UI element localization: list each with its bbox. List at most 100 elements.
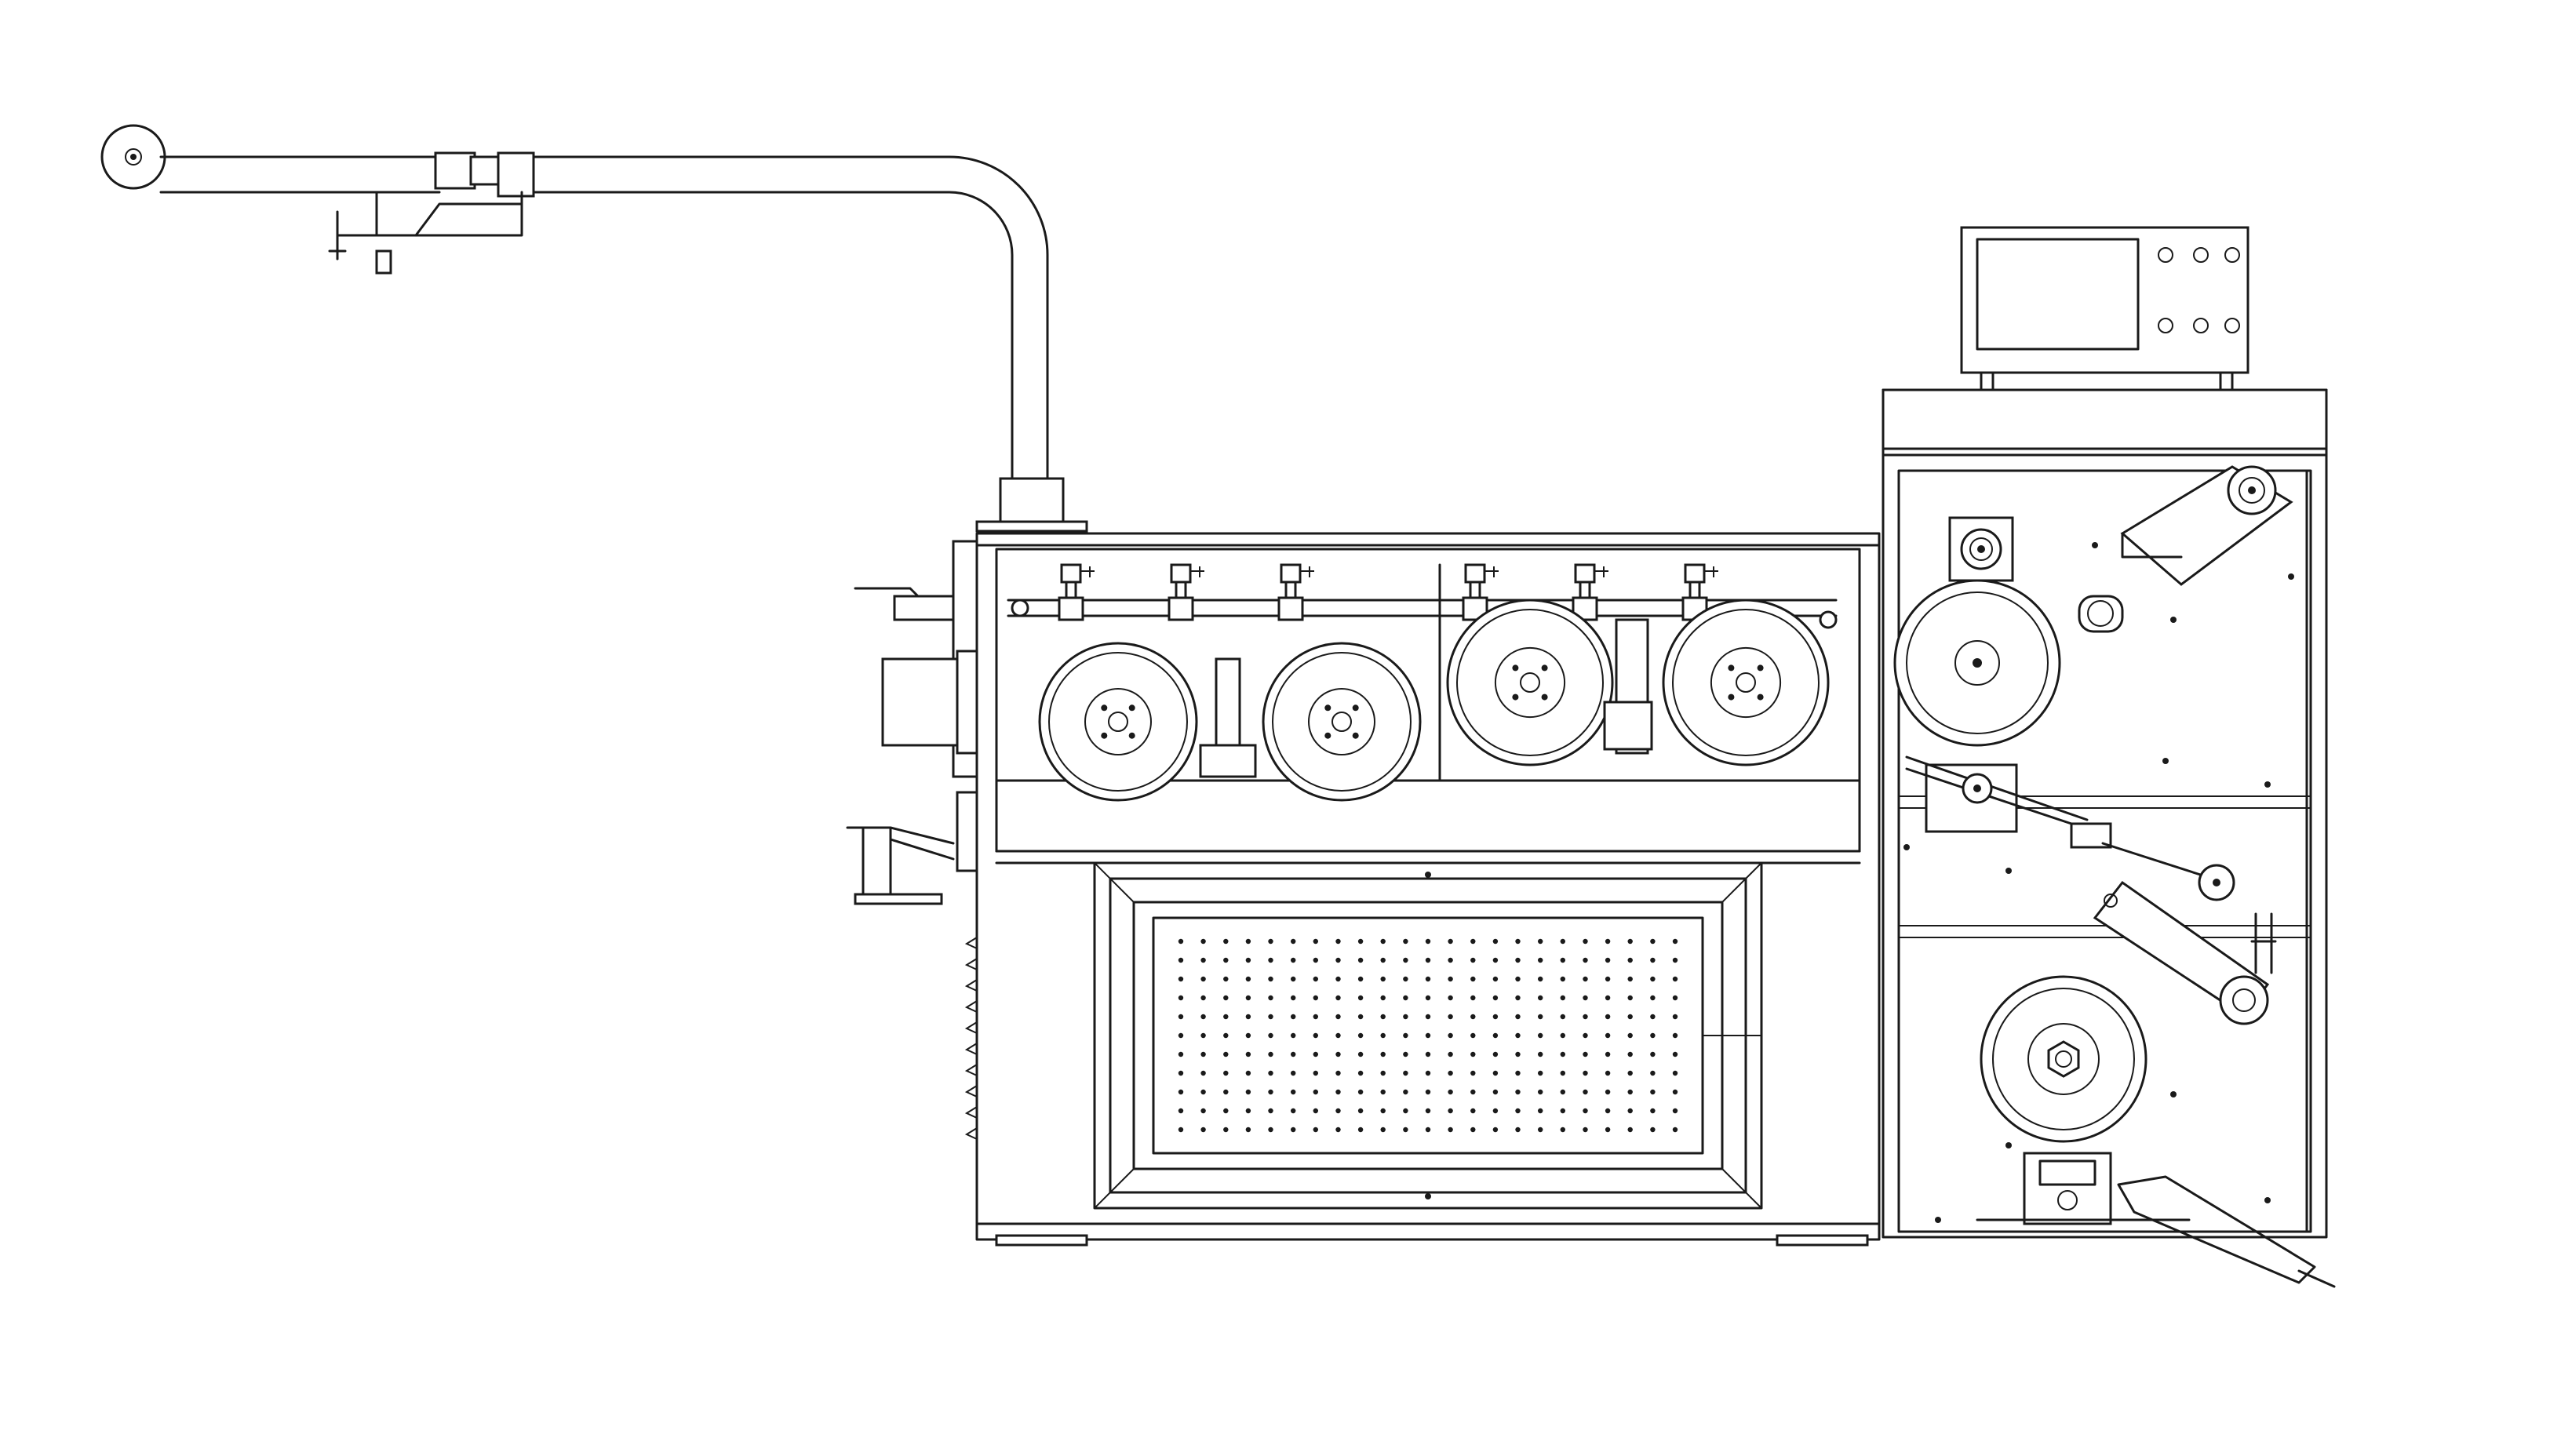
takeup-rails [1899,795,2311,938]
perforation-hole [1380,1089,1386,1095]
perforation-hole [1268,1014,1273,1020]
valve-handle [1080,566,1095,577]
perforation-hole [1357,995,1364,1001]
dancer-weight [2070,822,2112,849]
perforation-hole [1357,957,1364,963]
valve-handle [1484,566,1499,577]
main-frame [975,532,1881,1241]
dancer-rod [2101,842,2214,880]
perforation-hole [1380,976,1386,982]
perforation-hole [1223,1014,1229,1020]
perforation-hole [1335,1108,1341,1114]
perforation-hole [1672,976,1678,982]
payoff-arm [100,124,1088,533]
capstan-bolt [1324,732,1331,739]
capstan-rim [1456,609,1604,756]
capstan-bolt [1352,732,1359,739]
capstan-rim [1672,609,1820,756]
cooling-fin [964,1021,978,1034]
perforation-hole [1448,995,1453,1001]
perforation-hole [1380,1108,1386,1114]
arm-screw [375,249,392,275]
perforation-hole [1268,976,1273,982]
capstan-rim [1048,652,1188,792]
perforation-hole [1650,995,1656,1001]
control-button-6 [2224,318,2240,333]
perforation-hole [1335,1070,1341,1076]
perforation-hole [1650,1089,1656,1095]
perforation-hole [1380,938,1386,945]
perforation-hole [1560,995,1566,1001]
perforation-hole [1245,957,1251,963]
traverse-pulley-ring [2232,988,2256,1012]
valve-union [1058,596,1084,621]
valve-handle [1300,566,1314,577]
cooling-fin [964,1000,978,1013]
perforation-hole [1178,1108,1184,1114]
perforation-hole [1650,1070,1656,1076]
perforation-hole [1245,1108,1251,1114]
perforation-hole [1268,995,1273,1001]
perforation-hole [1357,1127,1364,1133]
perforation-hole [1245,1070,1251,1076]
perforation-hole [1492,938,1499,945]
perforation-hole [1672,1127,1678,1133]
perforation-hole [1538,938,1543,945]
perforation-hole [1223,995,1229,1001]
perforation-hole [1403,1070,1408,1076]
perforation-hole [1672,938,1678,945]
perforation-hole [1470,957,1476,963]
takeup-spool-hub [2027,1023,2100,1095]
control-button-1 [2158,247,2173,263]
manifold-valves [1011,563,1838,629]
control-leg-right [2219,371,2234,391]
capstan-bolt [1757,693,1764,701]
perforation-hole [1245,1127,1251,1133]
manifold-end-cap-right [1819,610,1838,629]
perforation-hole [1313,1032,1319,1039]
sight-port-lens [2087,600,2114,627]
perforation-hole [1313,957,1319,963]
perforation-hole [1357,1051,1364,1057]
perforation-hole [1425,1014,1431,1020]
perforation-hole [1425,938,1431,945]
pipe-flange-base [975,520,1088,533]
perforation-hole [1538,976,1543,982]
perforation-hole [1268,957,1273,963]
pedal-cable [2297,1269,2336,1288]
capstan-bolt [1728,664,1735,672]
valve-handle [1190,566,1204,577]
perforation-hole [1448,1014,1453,1020]
perforation-hole [1291,1070,1296,1076]
main-machine-body [975,532,1881,1247]
guide-pipe-outer [532,155,1049,480]
perforation-hole [1200,1089,1206,1095]
perforation-hole [1583,938,1588,945]
perforation-hole [1313,1070,1319,1076]
perforation-hole [1335,1032,1341,1039]
perforation-hole [1268,938,1273,945]
perforation-hole [1403,1127,1408,1133]
capstan-hub [1084,688,1152,755]
perforation-hole [1178,1032,1184,1039]
perforation-hole [1291,1089,1296,1095]
perforation-hole [1560,1051,1566,1057]
wire-guide-bracket [846,826,955,896]
capstan-bolt [1541,664,1548,672]
perforation-hole [1492,1127,1499,1133]
takeup-capstan-hub [1954,640,2000,686]
perforation-hole [1313,1089,1319,1095]
perforation-hole [1650,938,1656,945]
perforation-hole [1672,957,1678,963]
perforation-hole [1672,1089,1678,1095]
top-arm-pulley-axle [2248,486,2256,494]
takeup-top-band [1882,388,2328,450]
cabinet-bolt [2288,573,2294,580]
valve-stem [1579,581,1591,599]
perforation-hole [1291,1127,1296,1133]
cabinet-bolt [2092,542,2098,548]
perforation-hole [1560,1127,1566,1133]
perforation-hole [1380,1014,1386,1020]
perforation-hole [1650,976,1656,982]
perforation-hole [1335,1089,1341,1095]
